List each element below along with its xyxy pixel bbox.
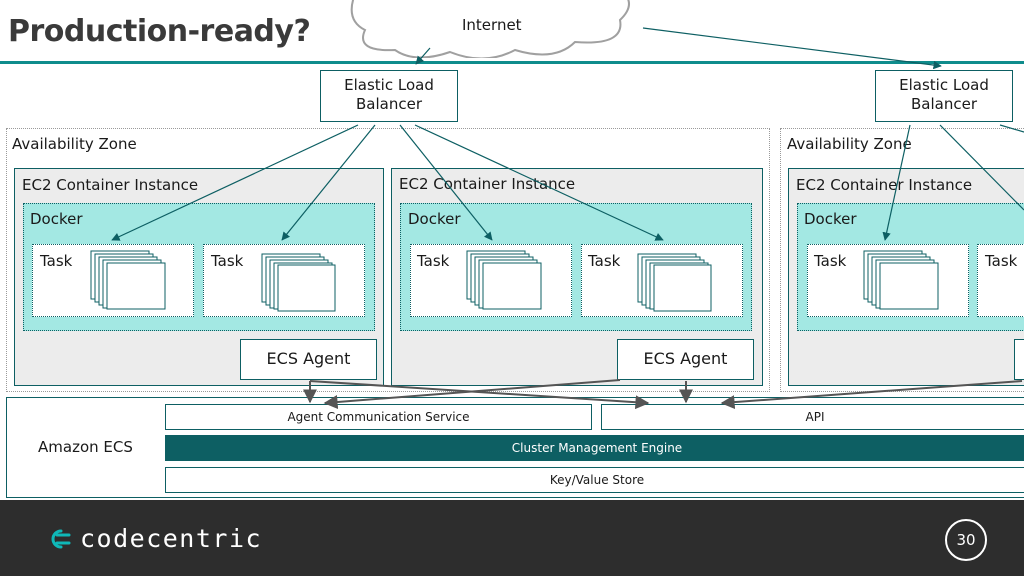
codecentric-logo-icon: [51, 529, 71, 549]
docker-label: Docker: [408, 210, 461, 228]
key-value-store: Key/Value Store: [165, 467, 1024, 493]
ec2-instance-label: EC2 Container Instance: [399, 175, 576, 193]
task-box: [977, 244, 1024, 317]
task-label: Task: [985, 252, 1018, 270]
task-label: Task: [40, 252, 73, 270]
ecs-agent-box-partial: [1014, 339, 1024, 380]
elastic-load-balancer-2: Elastic Load Balancer: [875, 70, 1013, 122]
api-box: API: [601, 404, 1024, 430]
amazon-ecs-label: Amazon ECS: [38, 438, 133, 456]
brand-wordmark: codecentric: [80, 524, 263, 553]
agent-communication-service: Agent Communication Service: [165, 404, 592, 430]
availability-zone-label: Availability Zone: [787, 135, 912, 153]
internet-cloud-icon: [350, 0, 630, 58]
availability-zone-label: Availability Zone: [12, 135, 137, 153]
docker-label: Docker: [804, 210, 857, 228]
ec2-instance-label: EC2 Container Instance: [22, 176, 199, 194]
page-title: Production-ready?: [8, 14, 311, 49]
title-divider: [0, 61, 1024, 64]
internet-label: Internet: [462, 16, 522, 34]
task-label: Task: [588, 252, 621, 270]
cluster-management-engine: Cluster Management Engine: [165, 435, 1024, 461]
ec2-instance-label: EC2 Container Instance: [796, 176, 973, 194]
task-label: Task: [814, 252, 847, 270]
ecs-agent-box: ECS Agent: [240, 339, 377, 380]
docker-label: Docker: [30, 210, 83, 228]
task-label: Task: [211, 252, 244, 270]
elastic-load-balancer-1: Elastic Load Balancer: [320, 70, 458, 122]
ecs-agent-box: ECS Agent: [617, 339, 754, 380]
page-number: 30: [945, 519, 987, 561]
footer-bar: [0, 500, 1024, 576]
task-label: Task: [417, 252, 450, 270]
